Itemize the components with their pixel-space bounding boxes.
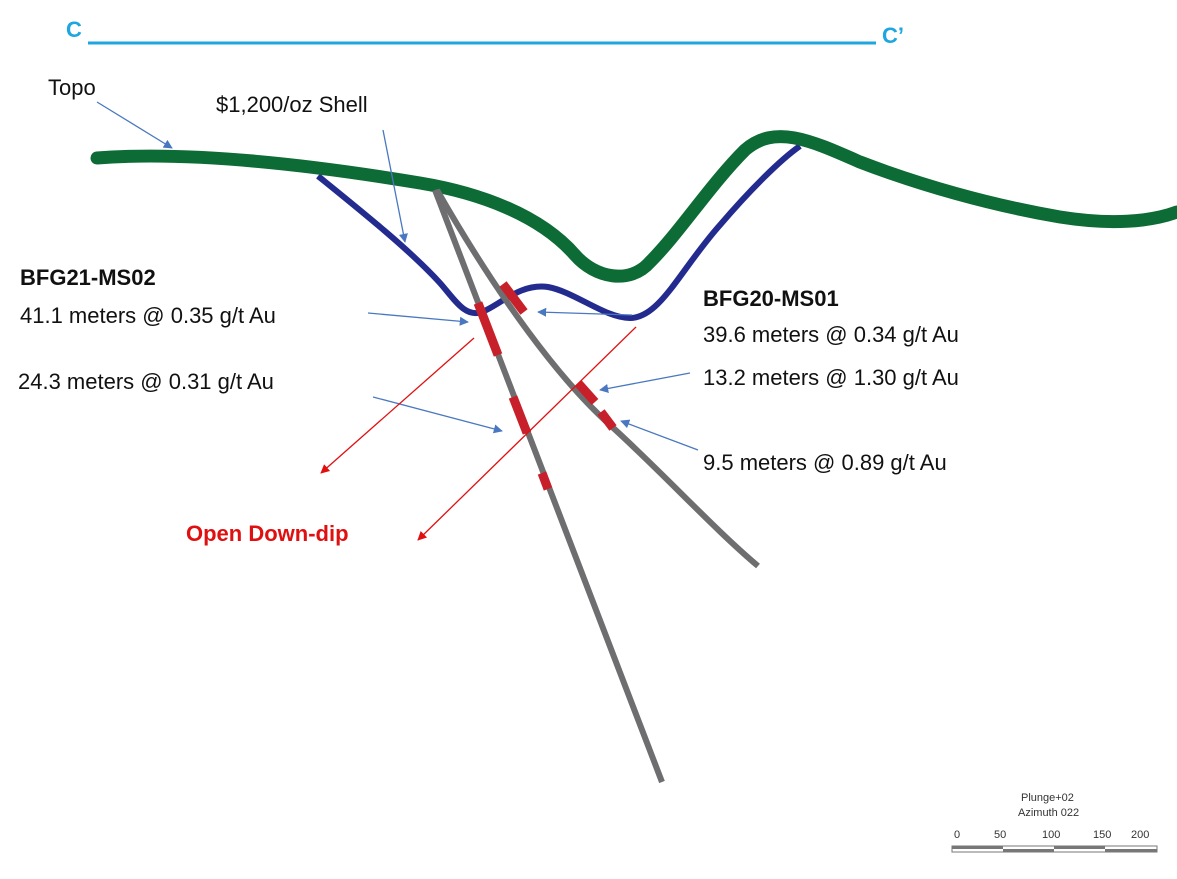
intercept-segment: [597, 409, 617, 431]
pit-shell: [316, 143, 802, 321]
scale-tick: 200: [1131, 829, 1150, 841]
shell-label: $1,200/oz Shell: [216, 92, 368, 117]
leader-right-2: [599, 372, 691, 393]
scale-azimuth: Azimuth 022: [1018, 807, 1080, 819]
scale-tick: 100: [1042, 829, 1061, 841]
topo-label: Topo: [48, 75, 96, 100]
open-down-dip-label: Open Down-dip: [186, 521, 349, 546]
intercept-segment: [473, 301, 503, 357]
leader-right-1: [537, 307, 633, 317]
hole-name-right: BFG20-MS01: [703, 286, 839, 311]
intercept-segment: [499, 281, 528, 315]
leader-shell: [382, 129, 408, 243]
topo-surface: [90, 130, 1177, 283]
leader-right-3: [620, 419, 699, 451]
leader-left-1: [367, 312, 469, 326]
intercept-label: 39.6 meters @ 0.34 g/t Au: [703, 322, 959, 347]
scale-tick: 0: [954, 829, 961, 841]
scale-plunge: Plunge+02: [1021, 792, 1074, 804]
hole-name-left: BFG21-MS02: [20, 265, 156, 290]
scale-tick: 150: [1093, 829, 1112, 841]
open-arrow-right: [417, 326, 637, 541]
scale-tick: 50: [994, 829, 1007, 841]
leader-topo: [96, 101, 173, 149]
open-arrow-left: [320, 337, 475, 474]
intercept-segment: [537, 471, 553, 491]
intercept-label: 24.3 meters @ 0.31 g/t Au: [18, 369, 274, 394]
intercept-label: 41.1 meters @ 0.35 g/t Au: [20, 303, 276, 328]
scale-bar: [951, 845, 1158, 853]
section-start-label: C: [66, 17, 82, 42]
section-end-label: C’: [882, 23, 904, 48]
intercept-label: 9.5 meters @ 0.89 g/t Au: [703, 450, 947, 475]
intercept-segment: [574, 379, 599, 406]
intercept-segment: [508, 395, 532, 435]
intercept-label: 13.2 meters @ 1.30 g/t Au: [703, 365, 959, 390]
leader-left-2: [372, 396, 503, 434]
